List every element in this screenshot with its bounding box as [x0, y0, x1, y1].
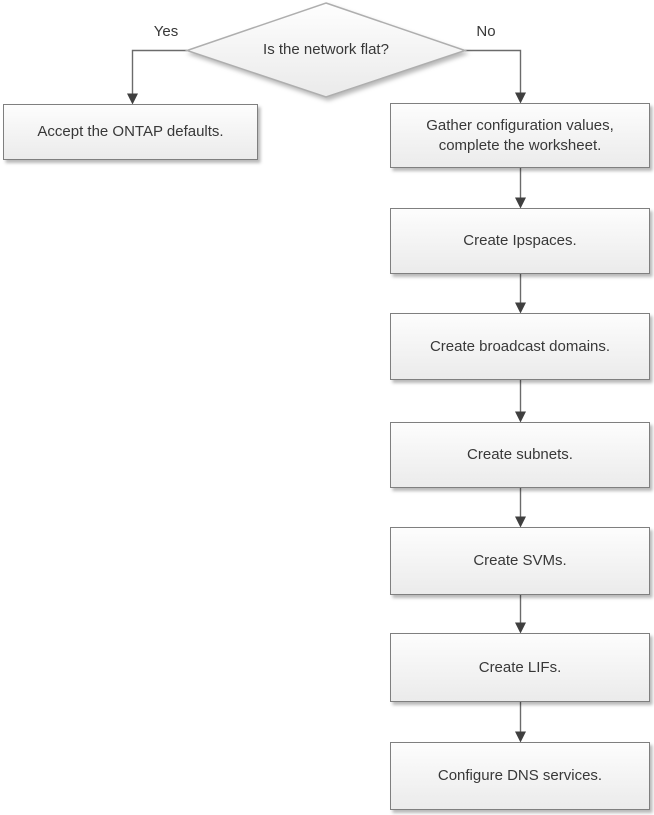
- decision-diamond-label: Is the network flat?: [263, 41, 389, 58]
- no-branch-label: No: [476, 23, 496, 40]
- yes-branch-label: Yes: [153, 23, 179, 40]
- node-create-ipspaces: Create Ipspaces.: [390, 208, 650, 274]
- node-create-subnets: Create subnets.: [390, 422, 650, 488]
- connector-no-branch: [465, 49, 526, 104]
- connector-yes-branch: [127, 49, 187, 105]
- node-create-lifs: Create LIFs.: [390, 633, 650, 702]
- decision-diamond-shape: [184, 2, 468, 98]
- node-configure-dns-services: Configure DNS services.: [390, 742, 650, 810]
- node-create-svms: Create SVMs.: [390, 527, 650, 595]
- node-gather-configuration-values: Gather configuration values, complete th…: [390, 103, 650, 168]
- node-create-broadcast-domains: Create broadcast domains.: [390, 313, 650, 380]
- node-accept-ontap-defaults: Accept the ONTAP defaults.: [3, 104, 258, 160]
